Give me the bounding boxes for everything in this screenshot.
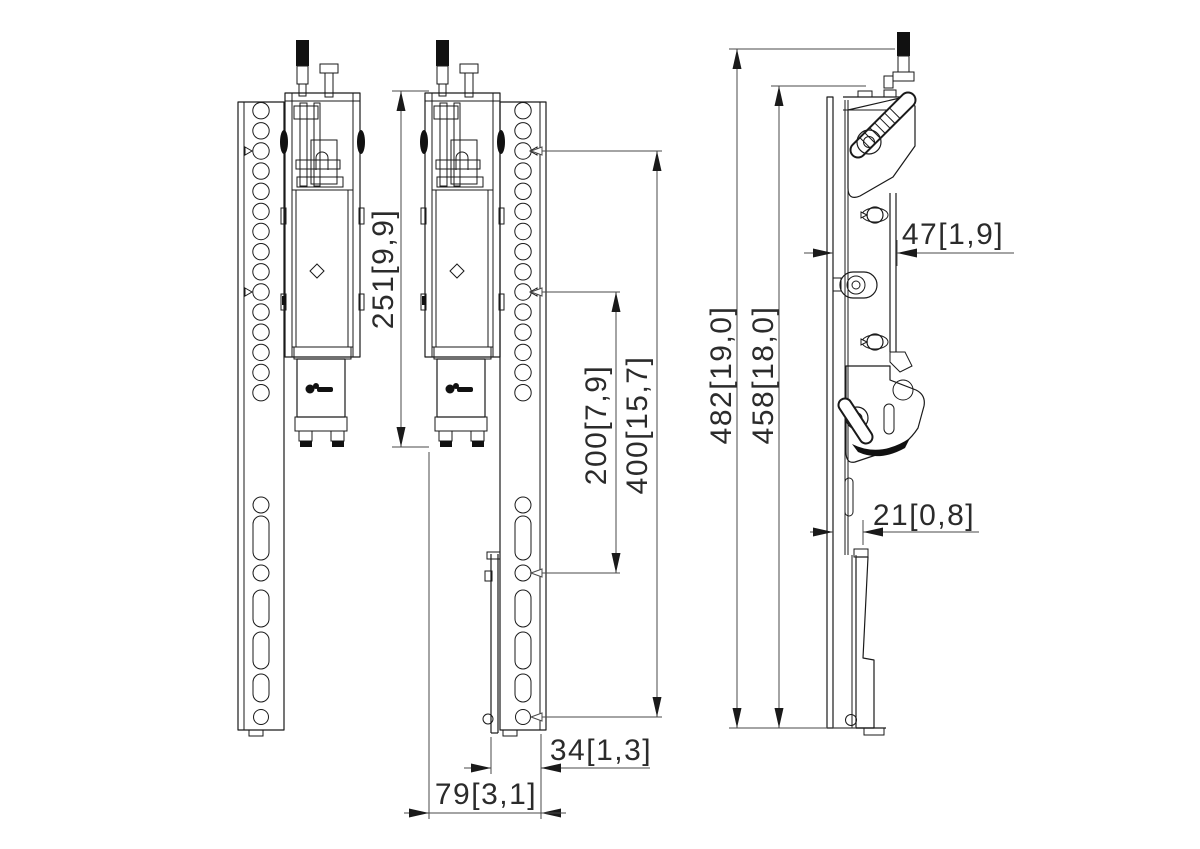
dim-21-label: 21[0,8] — [873, 499, 975, 532]
tension-screw — [883, 32, 915, 89]
hole-column — [252, 102, 270, 402]
mechanism-right — [419, 39, 506, 448]
dim-200-label: 200[7,9] — [580, 365, 613, 485]
triangle-pointer-marker — [244, 287, 254, 297]
display-rail-profile — [889, 193, 913, 373]
dim-200-hole-pitch: 200[7,9] — [529, 287, 621, 578]
triangle-pointer-marker — [860, 338, 869, 346]
dimension-annotations: 251[9,9] 200[7,9] 400[15,7] — [367, 48, 1014, 819]
triangle-pointer-marker — [244, 146, 254, 156]
view-front-left-bracket — [237, 39, 366, 737]
hole-column — [514, 102, 532, 402]
dim-400-hole-pitch: 400[15,7] — [529, 146, 662, 722]
dim-34-rail-offset: 34[1,3] — [464, 734, 652, 774]
extension-rail — [482, 551, 501, 734]
mount-plate — [499, 101, 547, 737]
dim-79-width: 79[3,1] — [404, 452, 566, 819]
plate-foot — [502, 729, 518, 737]
slot-column — [514, 496, 532, 725]
mount-tab — [832, 271, 878, 299]
lower-slot — [844, 477, 854, 517]
dim-400-label: 400[15,7] — [621, 356, 654, 495]
dim-482-total-height: 482[19,0] — [705, 48, 895, 729]
view-side-profile — [826, 32, 925, 736]
wall-plate-profile — [826, 96, 834, 729]
dim-251-mechanism-height: 251[9,9] — [367, 90, 429, 448]
dim-251-label: 251[9,9] — [367, 209, 400, 329]
locking-knob-upper — [860, 206, 889, 224]
mechanism-left — [279, 39, 366, 448]
mount-plate — [237, 101, 285, 737]
dim-47-label: 47[1,9] — [902, 218, 1004, 251]
view-front-right-bracket — [419, 39, 547, 737]
bottom-rail-profile — [845, 548, 885, 736]
top-hook — [847, 91, 917, 198]
triangle-pointer-marker — [860, 211, 869, 219]
dim-458-body-height: 458[18,0] — [747, 85, 866, 728]
locking-knob-lower — [860, 333, 889, 351]
clamp-assembly-profile — [837, 365, 925, 463]
dim-79-label: 79[3,1] — [435, 778, 537, 811]
dim-21-depth: 21[0,8] — [810, 499, 979, 545]
plate-foot — [248, 729, 264, 737]
dim-458-label: 458[18,0] — [747, 306, 780, 445]
slot-column — [252, 496, 270, 725]
dim-34-label: 34[1,3] — [550, 734, 652, 767]
dim-47-depth: 47[1,9] — [804, 218, 1014, 266]
dim-482-label: 482[19,0] — [705, 306, 738, 445]
hatching — [859, 107, 901, 149]
